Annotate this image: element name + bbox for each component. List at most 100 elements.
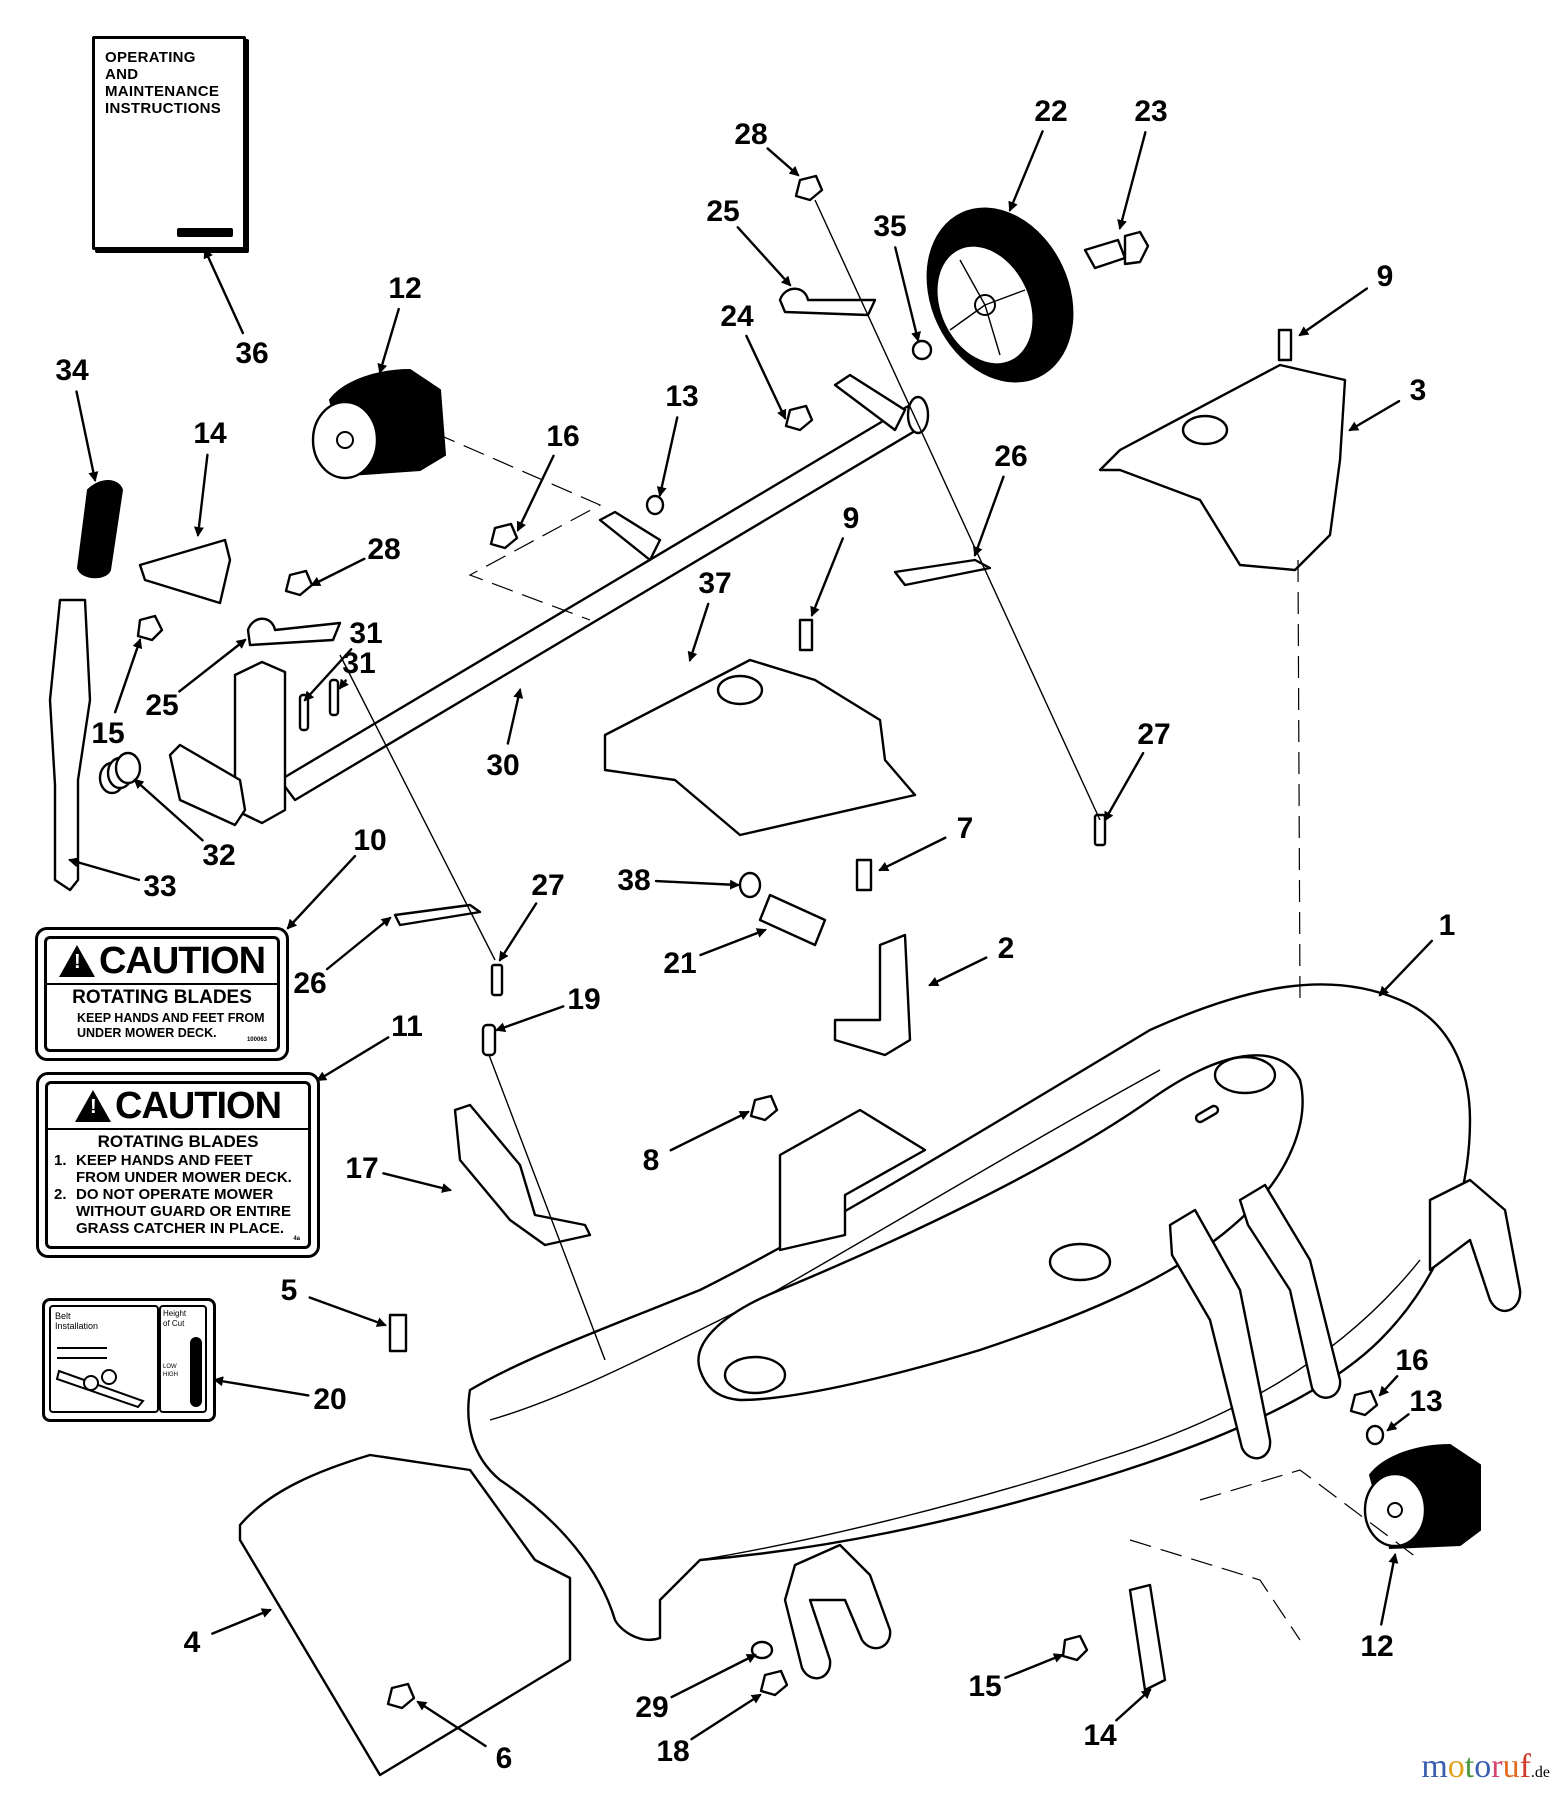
- leader-arrow-31: [303, 648, 353, 702]
- callout-34: 34: [55, 354, 89, 387]
- callout-24: 24: [720, 300, 754, 333]
- callout-32: 32: [202, 839, 235, 872]
- callout-1: 1: [1439, 909, 1456, 942]
- belt-pulley-icon: [55, 1369, 145, 1409]
- belt-installation-title: Belt Installation: [55, 1311, 99, 1331]
- leader-arrow-31: [338, 678, 349, 690]
- callout-36: 36: [235, 337, 268, 370]
- callout-31: 31: [349, 617, 382, 650]
- watermark-letter: r: [1491, 1748, 1503, 1785]
- callout-11: 11: [391, 1010, 423, 1043]
- manual-title: OPERATING AND MAINTENANCE INSTRUCTIONS: [105, 49, 222, 117]
- callout-13: 13: [665, 380, 698, 413]
- leader-arrow-18: [690, 1693, 762, 1741]
- leader-arrow-20: [213, 1376, 310, 1397]
- belt-installation-panel: Belt Installation: [49, 1305, 159, 1413]
- leader-arrow-26: [325, 916, 392, 971]
- leader-arrow-4: [211, 1608, 272, 1635]
- discharge-deflector: [238, 1453, 572, 1777]
- callout-12: 12: [388, 272, 421, 305]
- callout-12: 12: [1360, 1630, 1393, 1663]
- lever: [48, 598, 92, 892]
- warning-icon: [74, 1090, 111, 1122]
- callout-27: 27: [1137, 718, 1170, 751]
- callout-17: 17: [345, 1152, 378, 1185]
- leader-arrow-14: [1115, 1688, 1152, 1722]
- leader-arrow-11: [316, 1036, 390, 1082]
- callout-28: 28: [367, 533, 400, 566]
- callout-33: 33: [143, 870, 176, 903]
- callout-2: 2: [998, 932, 1015, 965]
- leader-arrow-32: [133, 778, 204, 842]
- roller-top: [311, 368, 447, 480]
- leader-arrow-19: [495, 1005, 565, 1033]
- decal-border: CAUTION ROTATING BLADES 1.KEEP HANDS AND…: [45, 1081, 311, 1249]
- operating-manual[interactable]: OPERATING AND MAINTENANCE INSTRUCTIONS: [92, 36, 246, 250]
- leader-arrow-15: [113, 638, 143, 714]
- callout-22: 22: [1034, 95, 1067, 128]
- manual-logo: [177, 228, 233, 237]
- decal-heading-row: CAUTION: [47, 939, 277, 985]
- leader-arrow-38: [654, 879, 740, 890]
- low-label: LOW: [163, 1364, 177, 1370]
- decal-heading: CAUTION: [98, 939, 266, 982]
- leader-arrow-35: [894, 246, 921, 342]
- high-label: HIGH: [163, 1372, 178, 1378]
- decal-line: FROM UNDER MOWER DECK.: [76, 1169, 292, 1186]
- leader-arrow-21: [699, 928, 767, 957]
- leader-arrow-5: [308, 1296, 387, 1327]
- wheel: [926, 207, 1074, 383]
- callout-14: 14: [193, 417, 227, 450]
- callout-16: 16: [546, 420, 579, 453]
- watermark-brand: motoruf: [1421, 1748, 1531, 1785]
- height-of-cut-title: Height of Cut: [163, 1309, 187, 1328]
- leader-arrow-14: [193, 453, 209, 537]
- decal-item-number: 2.: [54, 1186, 67, 1203]
- leader-arrow-23: [1117, 131, 1147, 230]
- callout-29: 29: [635, 1691, 668, 1724]
- leader-arrow-3: [1348, 399, 1401, 432]
- callout-16: 16: [1395, 1344, 1428, 1377]
- leader-arrow-16: [516, 454, 555, 532]
- callout-4: 4: [184, 1626, 201, 1659]
- callout-9: 9: [1377, 260, 1394, 293]
- watermark-letter: u: [1502, 1748, 1520, 1785]
- decal-item-number: 1.: [54, 1152, 67, 1169]
- spindle-cover-right: [1098, 363, 1347, 572]
- grip[interactable]: [76, 480, 124, 579]
- leader-arrow-7: [878, 836, 947, 872]
- callout-15: 15: [968, 1670, 1001, 1703]
- watermark-letter: m: [1421, 1748, 1448, 1785]
- lift-shaft: [278, 373, 930, 802]
- decal-line: KEEP HANDS AND FEET: [76, 1152, 253, 1169]
- callout-19: 19: [567, 983, 600, 1016]
- leader-arrow-28: [766, 147, 800, 177]
- decal-heading: CAUTION: [114, 1084, 282, 1127]
- leader-arrow-36: [203, 248, 245, 335]
- mower-deck: [467, 983, 1522, 1680]
- leader-arrow-10: [286, 854, 357, 930]
- roller-bottom: [1363, 1443, 1481, 1550]
- leader-arrow-13: [656, 416, 679, 497]
- callout-6: 6: [496, 1742, 513, 1775]
- watermark-letter: f: [1519, 1748, 1531, 1785]
- leader-arrow-25: [178, 638, 247, 693]
- lever-plate: [168, 743, 247, 827]
- leader-arrow-24: [745, 334, 787, 420]
- height-slots: [190, 1337, 202, 1407]
- assembly-lines: [339, 199, 1421, 1641]
- caution-decal-small[interactable]: CAUTION ROTATING BLADES KEEP HANDS AND F…: [35, 927, 289, 1061]
- decal-subheading: ROTATING BLADES: [72, 987, 252, 1008]
- leader-arrow-9: [1298, 287, 1369, 337]
- decal-code: 100063: [246, 1037, 267, 1043]
- caution-decal-large[interactable]: CAUTION ROTATING BLADES 1.KEEP HANDS AND…: [36, 1072, 320, 1258]
- leader-arrow-26: [973, 475, 1005, 557]
- callout-25: 25: [706, 195, 739, 228]
- decal-code: 4a: [293, 1236, 300, 1242]
- belt-height-decal[interactable]: Belt Installation Height of Cut LOW HIGH: [42, 1298, 216, 1422]
- leader-arrow-29: [670, 1653, 757, 1699]
- decal-line: GRASS CATCHER IN PLACE.: [76, 1220, 285, 1237]
- callout-10: 10: [353, 824, 386, 857]
- leader-arrow-9: [810, 537, 844, 617]
